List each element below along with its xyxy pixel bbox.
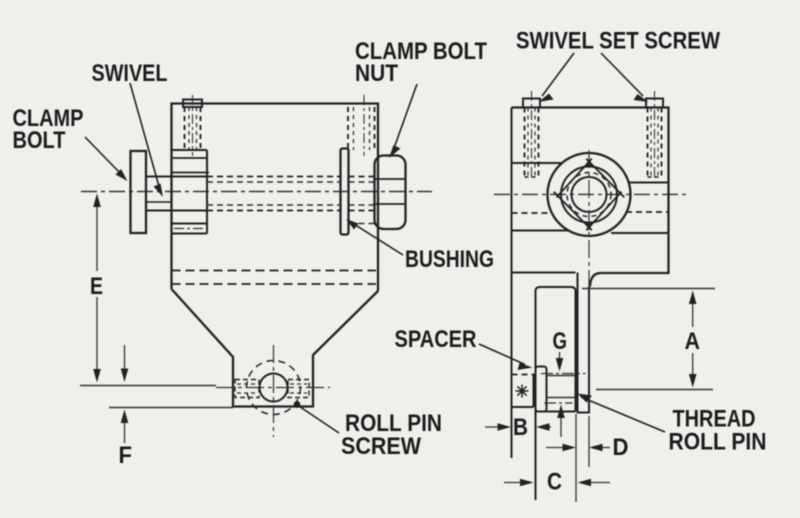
svg-text:CLAMP: CLAMP [13, 105, 84, 132]
svg-text:BUSHING: BUSHING [405, 246, 494, 273]
svg-text:F: F [119, 442, 133, 469]
svg-text:SWIVEL: SWIVEL [92, 60, 168, 87]
svg-text:SPACER: SPACER [395, 326, 477, 353]
svg-text:SCREW: SCREW [341, 433, 421, 460]
svg-text:B: B [513, 414, 528, 441]
svg-text:E: E [90, 273, 103, 300]
svg-text:THREAD: THREAD [673, 406, 756, 433]
svg-text:D: D [613, 434, 629, 461]
svg-text:ROLL PIN: ROLL PIN [345, 410, 442, 437]
svg-text:CLAMP BOLT: CLAMP BOLT [355, 38, 487, 65]
svg-text:C: C [547, 469, 562, 496]
svg-text:G: G [553, 328, 568, 355]
svg-text:A: A [685, 328, 701, 355]
svg-text:SWIVEL SET SCREW: SWIVEL SET SCREW [516, 28, 720, 55]
svg-text:ROLL PIN: ROLL PIN [669, 429, 767, 456]
svg-text:BOLT: BOLT [13, 127, 66, 154]
svg-text:NUT: NUT [355, 60, 398, 87]
